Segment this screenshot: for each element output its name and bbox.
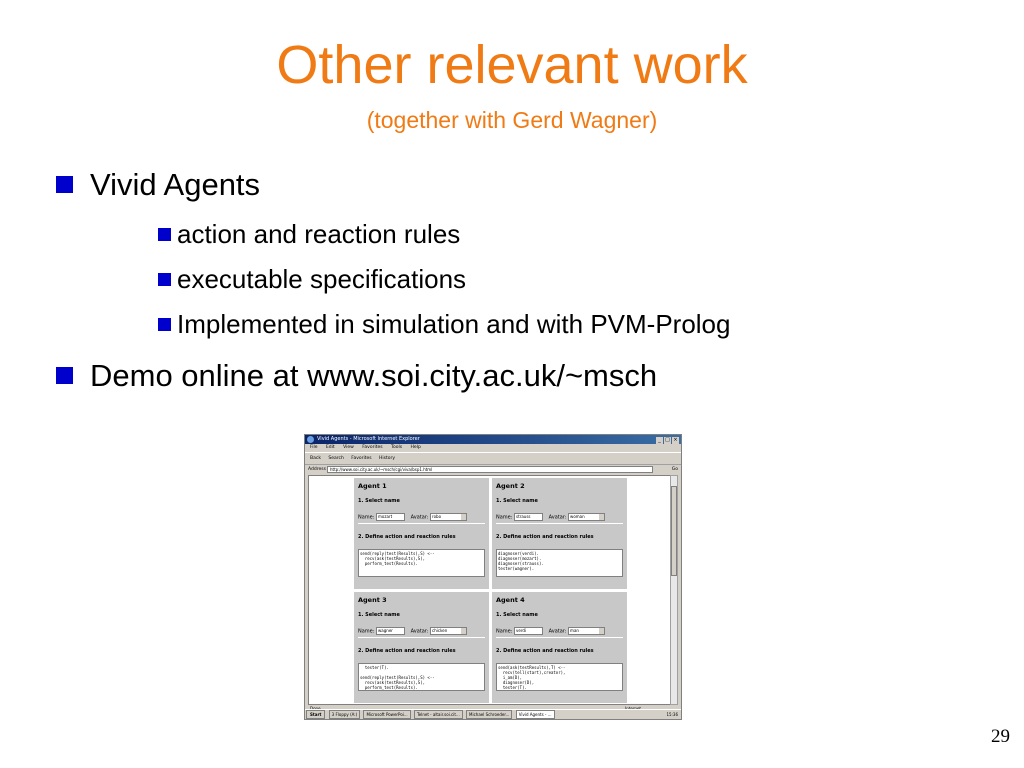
- name-input[interactable]: strauss: [514, 513, 544, 521]
- taskbar-item[interactable]: Michael Schroeder...: [466, 710, 513, 719]
- square-bullet-icon: [56, 367, 73, 384]
- name-label: Name:: [496, 514, 513, 521]
- taskbar-item[interactable]: 3 Floppy (A:): [328, 710, 361, 719]
- taskbar-clock: 15:36: [666, 712, 678, 717]
- avatar-select[interactable]: chicken: [430, 627, 468, 635]
- agent-panel: Agent 4 1. Select name Name: verdi Avata…: [492, 592, 627, 703]
- close-icon[interactable]: ×: [672, 437, 679, 444]
- back-button[interactable]: Back: [310, 456, 321, 461]
- name-label: Name:: [358, 514, 375, 521]
- avatar-label: Avatar:: [410, 514, 429, 521]
- subbullet-implemented: Implemented in simulation and with PVM-P…: [158, 308, 730, 340]
- subbullet-action-rules: action and reaction rules: [158, 218, 460, 250]
- name-input[interactable]: wagner: [376, 627, 406, 635]
- browser-titlebar: Vivid Agents - Microsoft Internet Explor…: [305, 435, 681, 444]
- avatar-select[interactable]: woman: [568, 513, 606, 521]
- agent-panel: Agent 2 1. Select name Name: strauss Ava…: [492, 478, 627, 589]
- maximize-icon[interactable]: □: [664, 437, 671, 444]
- divider: [358, 523, 485, 524]
- taskbar-item[interactable]: Microsoft PowerPoi...: [363, 710, 411, 719]
- status-zone: Internet: [625, 705, 641, 712]
- taskbar-item-active[interactable]: Vivid Agents - ...: [515, 710, 555, 719]
- menu-view[interactable]: View: [343, 445, 354, 450]
- name-input[interactable]: verdi: [514, 627, 544, 635]
- page-number: 29: [991, 726, 1010, 747]
- divider: [496, 523, 623, 524]
- name-label: Name:: [496, 628, 513, 635]
- scrollbar-thumb[interactable]: [671, 486, 677, 576]
- rules-label: 2. Define action and reaction rules: [358, 534, 456, 540]
- menu-tools[interactable]: Tools: [391, 445, 403, 450]
- rules-label: 2. Define action and reaction rules: [358, 648, 456, 654]
- name-row: Name: strauss Avatar: woman: [496, 513, 606, 521]
- agent-title: Agent 4: [496, 596, 525, 604]
- status-text: Done: [310, 706, 321, 711]
- status-bar: Done Internet: [305, 705, 681, 712]
- ie-icon: [307, 436, 314, 443]
- address-bar: Address http://www.soi.city.ac.uk/~msch/…: [305, 465, 681, 474]
- menu-favorites[interactable]: Favorites: [362, 445, 383, 450]
- address-input[interactable]: http://www.soi.city.ac.uk/~msch/cgi/viva…: [327, 466, 653, 473]
- rules-textarea[interactable]: send(ask(testResults),T) <-- recv(tell(s…: [496, 663, 623, 691]
- rules-textarea[interactable]: tester(T). send(reply(test(Results),S) <…: [358, 663, 485, 691]
- select-name-label: 1. Select name: [358, 498, 400, 504]
- window-title: Vivid Agents - Microsoft Internet Explor…: [317, 436, 420, 442]
- subbullet-text: Implemented in simulation and with PVM-P…: [177, 309, 731, 339]
- square-bullet-icon: [158, 318, 171, 331]
- agent-title: Agent 2: [496, 482, 525, 490]
- subbullet-executable-specs: executable specifications: [158, 263, 466, 295]
- history-button[interactable]: History: [379, 456, 396, 461]
- go-button[interactable]: Go: [671, 467, 678, 472]
- avatar-label: Avatar:: [548, 514, 567, 521]
- search-button[interactable]: Search: [328, 456, 344, 461]
- subbullet-text: action and reaction rules: [177, 219, 461, 249]
- square-bullet-icon: [158, 228, 171, 241]
- avatar-label: Avatar:: [410, 628, 429, 635]
- agent-title: Agent 3: [358, 596, 387, 604]
- browser-screenshot: Vivid Agents - Microsoft Internet Explor…: [304, 434, 682, 720]
- browser-menubar: File Edit View Favorites Tools Help: [305, 444, 681, 452]
- subbullet-text: executable specifications: [177, 264, 467, 294]
- name-label: Name:: [358, 628, 375, 635]
- rules-label: 2. Define action and reaction rules: [496, 648, 594, 654]
- minimize-icon[interactable]: _: [656, 437, 663, 444]
- bullet-text: Demo online at www.soi.city.ac.uk/~msch: [90, 358, 658, 393]
- name-row: Name: mozart Avatar: robo: [358, 513, 468, 521]
- rules-textarea[interactable]: send(reply(test(Results),S) <-- recv(ask…: [358, 549, 485, 577]
- address-label: Address: [308, 467, 326, 472]
- menu-file[interactable]: File: [310, 445, 318, 450]
- avatar-select[interactable]: robo: [430, 513, 468, 521]
- select-name-label: 1. Select name: [496, 498, 538, 504]
- select-name-label: 1. Select name: [496, 612, 538, 618]
- menu-edit[interactable]: Edit: [325, 445, 335, 450]
- browser-toolbar: Back Search Favorites History: [305, 452, 681, 465]
- square-bullet-icon: [56, 176, 73, 193]
- select-name-label: 1. Select name: [358, 612, 400, 618]
- name-input[interactable]: mozart: [376, 513, 406, 521]
- taskbar-item[interactable]: Telnet - altair.soi.cit...: [413, 710, 463, 719]
- rules-textarea[interactable]: diagnoser(verdi). diagnoser(mozart). dia…: [496, 549, 623, 577]
- agent-title: Agent 1: [358, 482, 387, 490]
- bullet-demo-online: Demo online at www.soi.city.ac.uk/~msch: [56, 357, 657, 395]
- bullet-text: Vivid Agents: [90, 167, 261, 202]
- agent-panel: Agent 1 1. Select name Name: mozart Avat…: [354, 478, 489, 589]
- page-scrollbar[interactable]: [670, 475, 678, 705]
- slide-title: Other relevant work: [276, 35, 748, 95]
- bullet-vivid-agents: Vivid Agents: [56, 166, 260, 204]
- divider: [496, 637, 623, 638]
- divider: [358, 637, 485, 638]
- avatar-select[interactable]: man: [568, 627, 606, 635]
- page-viewport: Agent 1 1. Select name Name: mozart Avat…: [308, 475, 673, 705]
- agent-panel: Agent 3 1. Select name Name: wagner Avat…: [354, 592, 489, 703]
- slide-subtitle: (together with Gerd Wagner): [366, 107, 658, 133]
- name-row: Name: verdi Avatar: man: [496, 627, 606, 635]
- favorites-button[interactable]: Favorites: [351, 456, 372, 461]
- menu-help[interactable]: Help: [410, 445, 421, 450]
- name-row: Name: wagner Avatar: chicken: [358, 627, 468, 635]
- square-bullet-icon: [158, 273, 171, 286]
- windows-taskbar: Start 3 Floppy (A:) Microsoft PowerPoi..…: [305, 709, 681, 719]
- rules-label: 2. Define action and reaction rules: [496, 534, 594, 540]
- start-button[interactable]: Start: [306, 710, 326, 719]
- avatar-label: Avatar:: [548, 628, 567, 635]
